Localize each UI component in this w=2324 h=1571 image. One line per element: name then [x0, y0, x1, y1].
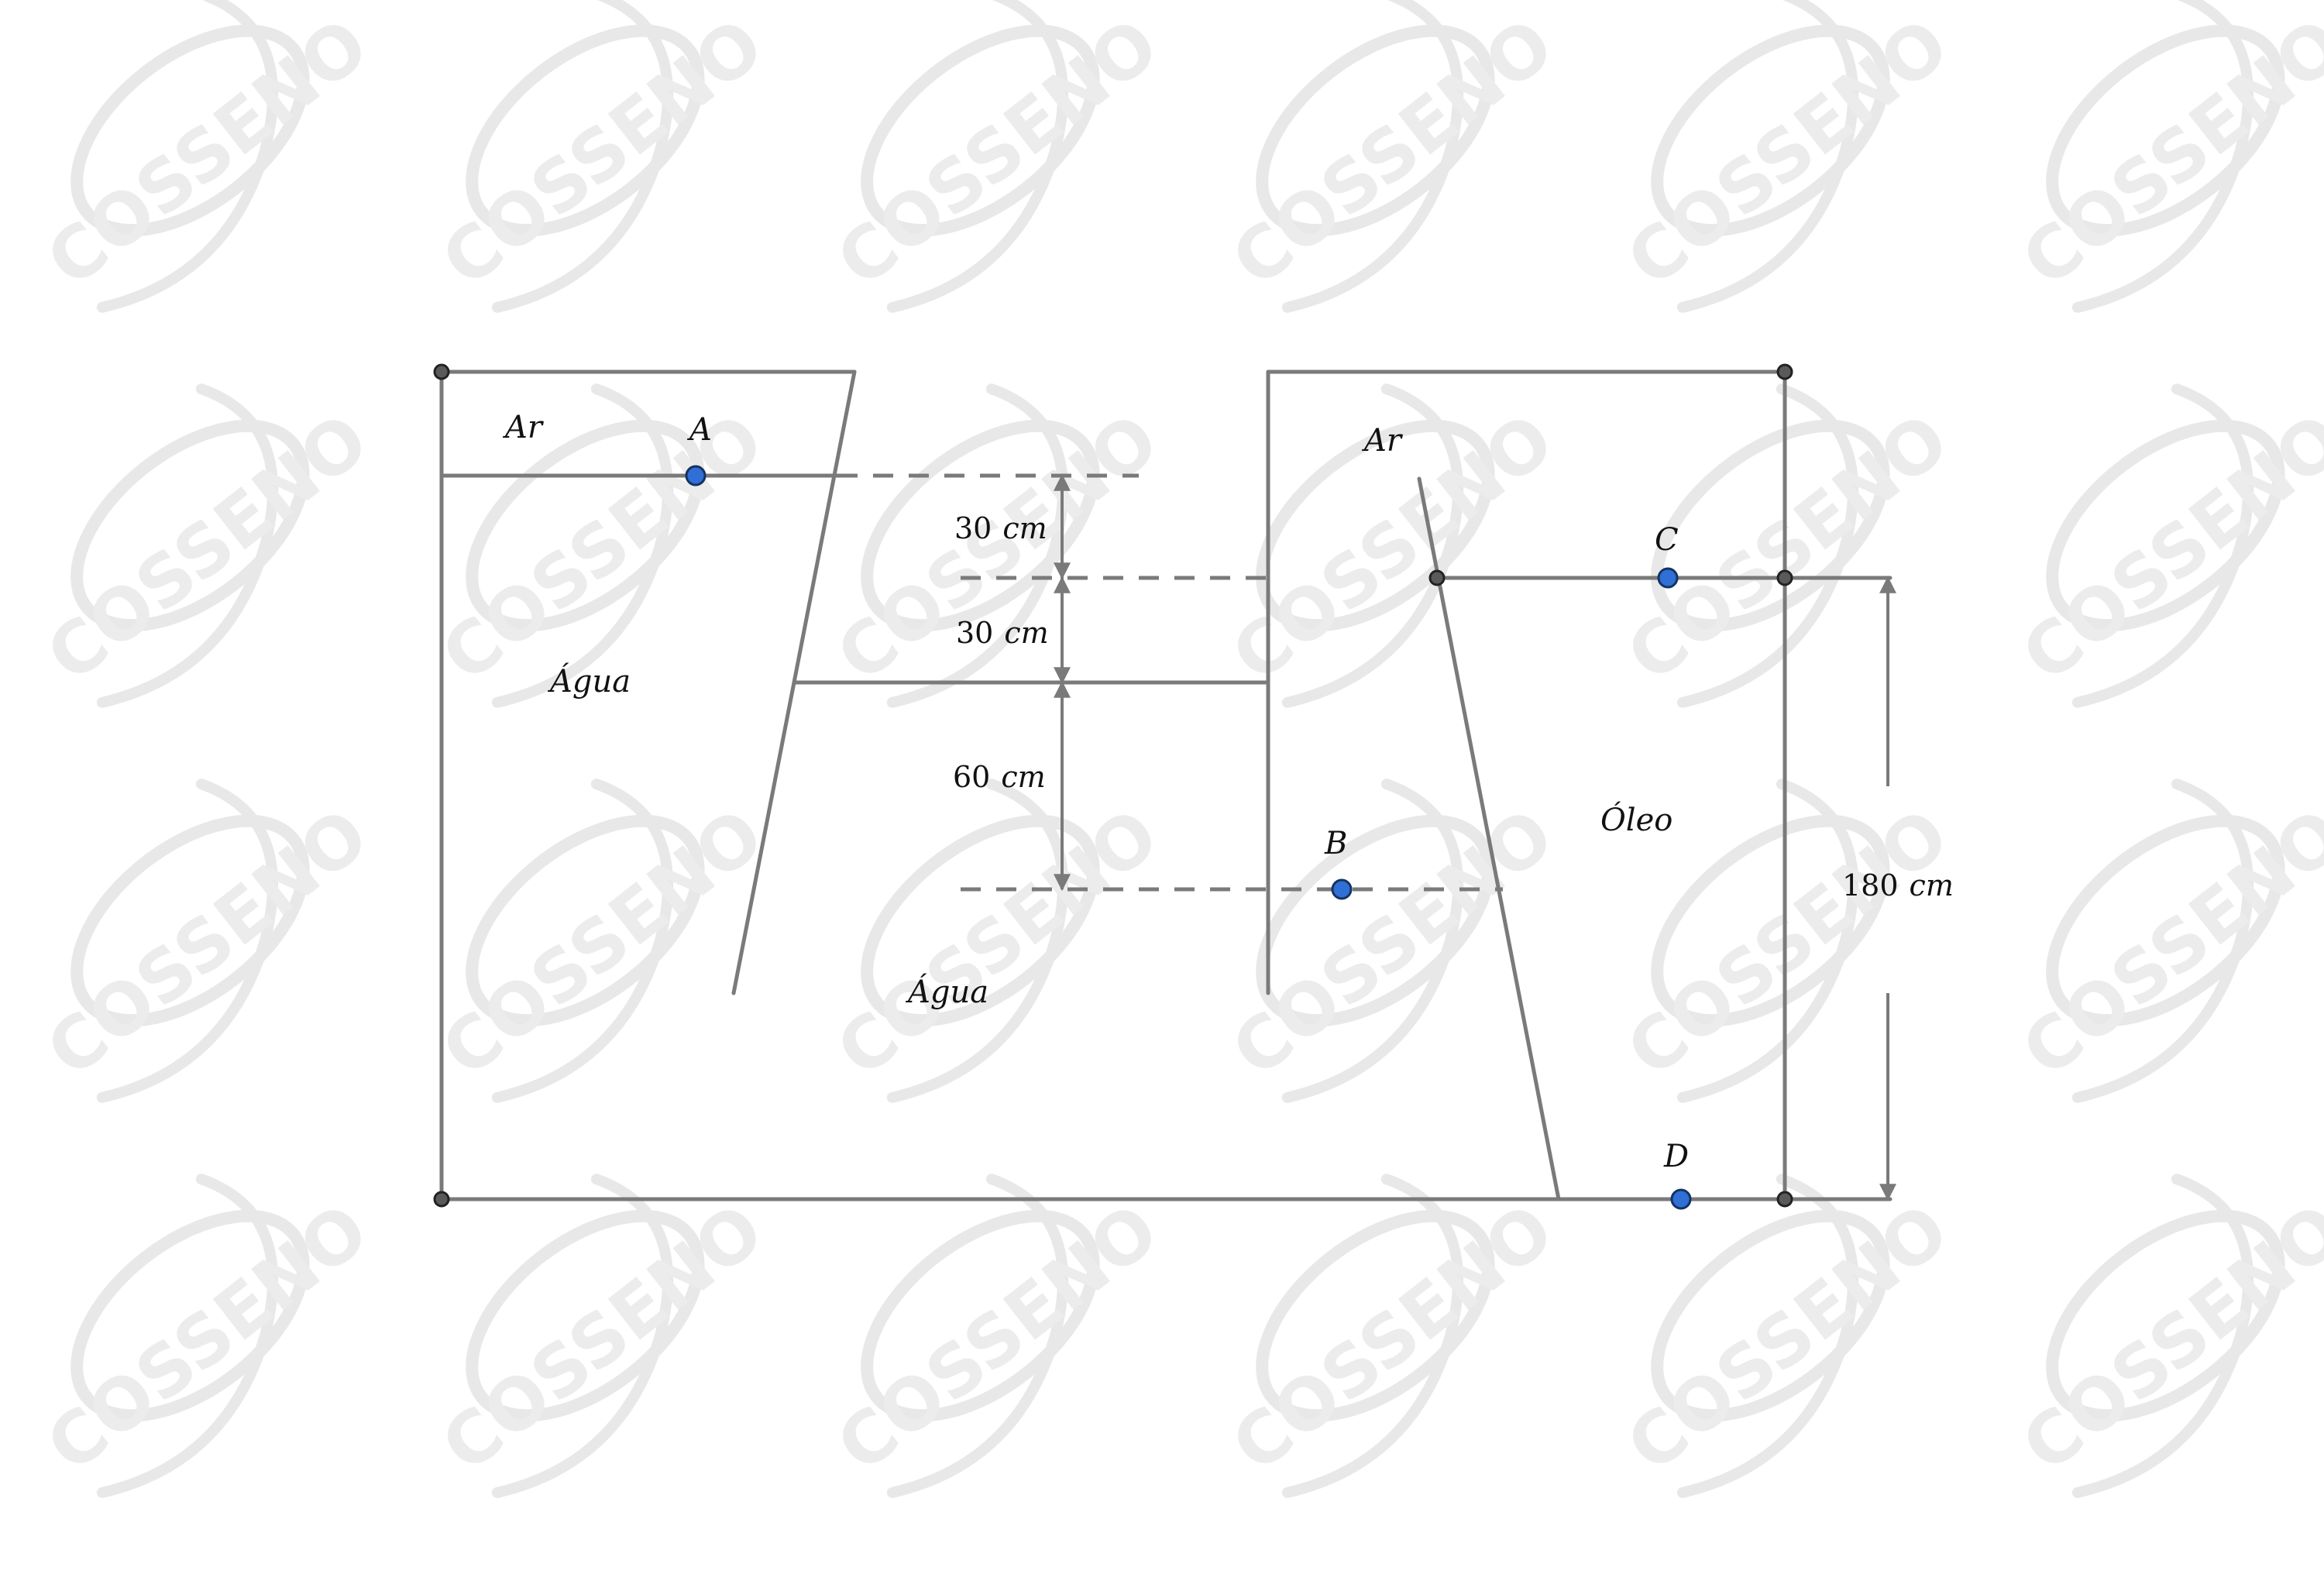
watermark-logo: COSSENO	[1612, 383, 1964, 708]
watermark-logo: COSSENO	[1217, 383, 1569, 708]
watermark-logo: COSSENO	[32, 1174, 383, 1498]
watermark-logo: COSSENO	[427, 1174, 779, 1498]
watermark-logo: COSSENO	[427, 0, 779, 313]
dimension-arrows	[1054, 473, 1896, 1201]
watermark-logo: COSSENO	[1612, 1174, 1964, 1498]
vertex-point	[1776, 363, 1793, 380]
watermark-logo: COSSENO	[32, 779, 383, 1103]
dimension-height-value: 180	[1842, 868, 1899, 902]
watermark-logo: COSSENO	[1612, 0, 1964, 313]
point-b-label: B	[1324, 826, 1347, 861]
text-labels: Ar Água Água Ar Óleo A B C D 30 cm 30 cm 6…	[502, 410, 1954, 1174]
vertex-point	[1776, 569, 1793, 586]
watermark-logo: COSSENO	[32, 383, 383, 708]
watermark-logo: COSSENO	[1217, 779, 1569, 1103]
vertex-point	[1428, 569, 1446, 586]
watermark-logo: COSSENO	[2007, 779, 2324, 1103]
point-a-marker	[685, 465, 706, 486]
labelled-points	[685, 465, 1692, 1210]
vertex-points	[433, 363, 1793, 1208]
vertex-point	[1776, 1191, 1793, 1208]
label-air-right: Ar	[1361, 423, 1404, 459]
watermark-logo: COSSENO	[2007, 0, 2324, 313]
point-d-marker	[1670, 1188, 1692, 1210]
watermark-logo: COSSENO	[2007, 383, 2324, 708]
vertex-point	[433, 1191, 450, 1208]
vertex-point	[433, 363, 450, 380]
dimension-label-3: 60 cm	[953, 760, 1046, 794]
dimension-label-1: 30 cm	[954, 511, 1047, 545]
label-air-left: Ar	[502, 410, 545, 445]
watermark-logo: COSSENO	[32, 0, 383, 313]
dashed-reference-lines	[837, 473, 1503, 892]
dimension-label-2: 30 cm	[956, 616, 1049, 650]
dimension-3-unit: cm	[1001, 760, 1045, 794]
watermark-logo: COSSENO	[427, 779, 779, 1103]
point-b-marker	[1331, 878, 1353, 900]
point-a-label: A	[686, 412, 712, 448]
watermark-logo: COSSENO	[822, 0, 1174, 313]
point-c-marker	[1657, 567, 1679, 589]
dimension-1-unit: cm	[1002, 511, 1047, 545]
dimension-height-unit: cm	[1910, 868, 1954, 902]
label-water-left: Água	[547, 663, 631, 700]
oil-slanted-boundary	[1417, 476, 1561, 1201]
watermark-logo: COSSENO	[1612, 779, 1964, 1103]
dimension-label-height: 180 cm	[1842, 868, 1954, 902]
dimension-2-value: 30	[956, 616, 993, 650]
dimension-2-unit: cm	[1004, 616, 1048, 650]
dimension-3-value: 60	[953, 760, 990, 794]
container-drawing	[439, 370, 1893, 1201]
label-water-bottom: Água	[905, 974, 988, 1010]
watermark-logo: COSSENO	[1217, 1174, 1569, 1498]
label-oil: Óleo	[1600, 802, 1673, 838]
watermark-logo: COSSENO	[1217, 0, 1569, 313]
point-d-label: D	[1663, 1139, 1689, 1174]
watermark-logo: COSSENO	[2007, 1174, 2324, 1498]
dimension-1-value: 30	[954, 511, 992, 545]
watermark-logo: COSSENO	[822, 1174, 1174, 1498]
point-c-label: C	[1655, 522, 1679, 558]
